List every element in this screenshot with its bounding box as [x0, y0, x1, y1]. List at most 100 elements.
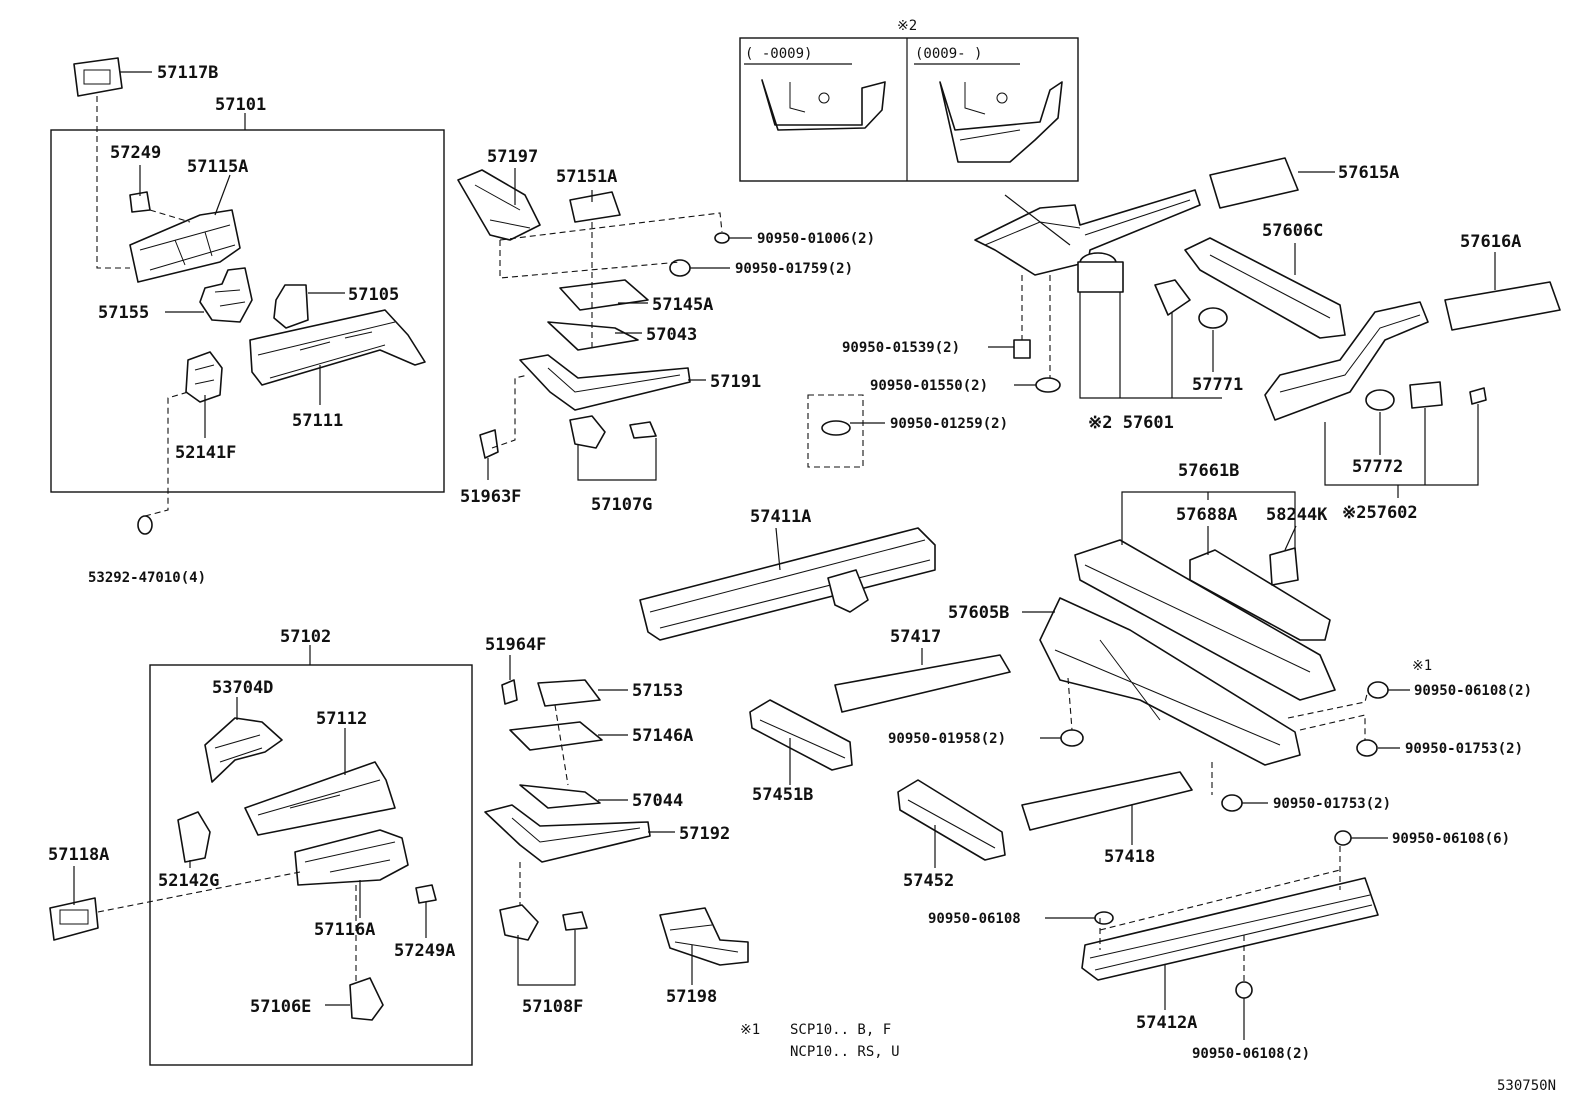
- part-52141F-shape: [185, 351, 223, 403]
- part-57191-shape: [519, 354, 691, 411]
- footnote-mark: ※1: [740, 1022, 760, 1038]
- part-90950-01753a-nut: [1221, 794, 1243, 812]
- label-90950-06108d: 90950-06108(2): [1192, 1046, 1310, 1062]
- label-57601: ※2 57601: [1088, 413, 1174, 433]
- part-57192-shape: [484, 804, 651, 863]
- label-57151A: 57151A: [556, 167, 617, 187]
- label-57249: 57249: [110, 143, 161, 163]
- part-bracket-57602-shape: [1409, 381, 1443, 409]
- inset-reference-mark: ※2: [897, 18, 917, 34]
- label-57146A: 57146A: [632, 726, 693, 746]
- part-90950-06108c-plug: [1094, 911, 1114, 925]
- part-57605B-shape: [1039, 597, 1301, 766]
- label-90950-01550: 90950-01550(2): [870, 378, 988, 394]
- label-57606C: 57606C: [1262, 221, 1323, 241]
- notes: ※2 ( -0009) (0009- ) ※1 ※1 SCP10.. B, F …: [740, 18, 1556, 1094]
- part-57661B-shape: [1074, 539, 1336, 701]
- label-57605B: 57605B: [948, 603, 1009, 623]
- inset-range-after: (0009- ): [915, 46, 982, 62]
- part-90950-06108a-plug: [1367, 681, 1389, 699]
- label-90950-01539: 90950-01539(2): [842, 340, 960, 356]
- part-57452-shape: [897, 779, 1006, 861]
- label-57111: 57111: [292, 411, 343, 431]
- variant-after-sketch: [939, 81, 1063, 163]
- part-90950-01958-plug: [1060, 729, 1084, 747]
- part-57198-shape: [659, 907, 749, 966]
- label-57411A: 57411A: [750, 507, 811, 527]
- part-57118A-shape: [49, 897, 99, 941]
- part-57771-grommet: [1198, 307, 1228, 329]
- part-clip-57602-shape: [1469, 387, 1487, 405]
- label-57417: 57417: [890, 627, 941, 647]
- label-57116A: 57116A: [314, 920, 375, 940]
- group-box-57101: [50, 129, 445, 493]
- part-90950-01259-plug: [807, 394, 864, 468]
- part-90950-01539-plug: [1013, 339, 1031, 359]
- label-57145A: 57145A: [652, 295, 713, 315]
- footnote-line-1: SCP10.. B, F: [790, 1022, 891, 1038]
- label-52141F: 52141F: [175, 443, 236, 463]
- part-57145A-shape: [559, 279, 649, 311]
- label-57043: 57043: [646, 325, 697, 345]
- label-57452: 57452: [903, 871, 954, 891]
- inset-range-before: ( -0009): [745, 46, 812, 62]
- footnote-line-2: NCP10.. RS, U: [790, 1044, 900, 1060]
- label-57412A: 57412A: [1136, 1013, 1197, 1033]
- part-57411A-shape: [639, 527, 936, 641]
- variant-before-sketch: [761, 79, 886, 131]
- label-57615A: 57615A: [1338, 163, 1399, 183]
- label-57153: 57153: [632, 681, 683, 701]
- label-57112: 57112: [316, 709, 367, 729]
- part-57417-shape: [834, 654, 1011, 713]
- reference-mark-1: ※1: [1412, 658, 1432, 674]
- label-52142G: 52142G: [158, 871, 219, 891]
- label-57602: ※257602: [1342, 503, 1418, 523]
- label-57044: 57044: [632, 791, 683, 811]
- part-57106E-shape: [349, 977, 384, 1021]
- part-57606C-shape: [1184, 237, 1346, 339]
- label-57197: 57197: [487, 147, 538, 167]
- label-53292-47010: 53292-47010(4): [88, 570, 206, 586]
- part-57107G-shape: [569, 415, 657, 449]
- part-51963F-shape: [479, 429, 499, 459]
- label-57661B: 57661B: [1178, 461, 1239, 481]
- label-90950-06108a: 90950-06108(2): [1414, 683, 1532, 699]
- group-box-57102: [149, 664, 473, 1066]
- label-90950-01006: 90950-01006(2): [757, 231, 875, 247]
- label-57107G: 57107G: [591, 495, 652, 515]
- label-57451B: 57451B: [752, 785, 813, 805]
- part-57412A-shape: [1081, 877, 1379, 981]
- label-57117B: 57117B: [157, 63, 218, 83]
- part-57105-shape: [273, 284, 309, 329]
- part-57115A-shape: [129, 209, 241, 283]
- label-58244K: 58244K: [1266, 505, 1328, 525]
- part-57151A-shape: [569, 191, 621, 223]
- label-57115A: 57115A: [187, 157, 248, 177]
- part-57249A-shape: [415, 884, 437, 904]
- part-57117B-shape: [73, 57, 123, 97]
- label-90950-01753a: 90950-01753(2): [1273, 796, 1391, 812]
- part-57616A-shape: [1444, 281, 1561, 331]
- label-57155: 57155: [98, 303, 149, 323]
- part-bracket-57601-shape: [1154, 279, 1191, 316]
- part-labels: 57117B 57101 57249 57115A 57155 57105 57…: [48, 63, 1532, 1062]
- label-57102: 57102: [280, 627, 331, 647]
- part-90950-01753b-nut: [1356, 739, 1378, 757]
- label-57198: 57198: [666, 987, 717, 1007]
- variant-inset-box: [739, 37, 1079, 182]
- label-57616A: 57616A: [1460, 232, 1521, 252]
- part-57418-shape: [1021, 771, 1193, 831]
- label-57105: 57105: [348, 285, 399, 305]
- label-57191: 57191: [710, 372, 761, 392]
- label-90950-01759: 90950-01759(2): [735, 261, 853, 277]
- label-57249A: 57249A: [394, 941, 455, 961]
- part-57108F-shape: [499, 904, 588, 941]
- label-57418: 57418: [1104, 847, 1155, 867]
- part-57772-grommet: [1365, 389, 1395, 411]
- label-57688A: 57688A: [1176, 505, 1237, 525]
- label-51964F: 51964F: [485, 635, 546, 655]
- label-90950-06108c: 90950-06108: [928, 911, 1021, 927]
- part-58244K-shape: [1269, 547, 1299, 586]
- part-90950-06108b-plug: [1334, 830, 1352, 846]
